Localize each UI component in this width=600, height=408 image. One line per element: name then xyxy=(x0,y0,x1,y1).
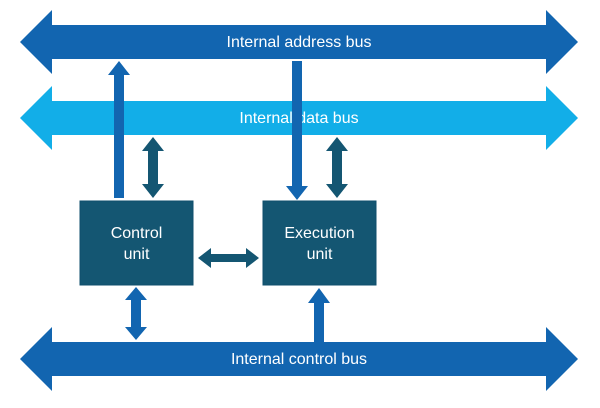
control-execution-arrow xyxy=(198,248,259,268)
control-controlbus-arrow xyxy=(125,287,147,340)
control-bus-arrow xyxy=(20,327,578,391)
control-unit-box xyxy=(79,200,194,286)
control-bus-label: Internal control bus xyxy=(231,351,367,368)
address-bus-label: Internal address bus xyxy=(227,34,372,51)
control-unit: Control unit xyxy=(79,200,194,286)
control-unit-label-line2: unit xyxy=(124,246,150,263)
control-to-address-arrow xyxy=(108,61,130,198)
execution-unit-box xyxy=(262,200,377,286)
address-to-execution-arrow xyxy=(286,61,308,200)
control-bus: Internal control bus xyxy=(20,327,578,391)
control-unit-label-line1: Control xyxy=(111,225,163,242)
execution-unit-label-line2: unit xyxy=(307,246,333,263)
execution-unit: Execution unit xyxy=(262,200,377,286)
execution-unit-label-line1: Execution xyxy=(284,225,354,242)
address-bus: Internal address bus xyxy=(20,10,578,74)
address-bus-arrow xyxy=(20,10,578,74)
controlbus-to-execution-arrow xyxy=(308,288,330,342)
execution-data-arrow xyxy=(326,137,348,198)
control-data-arrow xyxy=(142,137,164,198)
